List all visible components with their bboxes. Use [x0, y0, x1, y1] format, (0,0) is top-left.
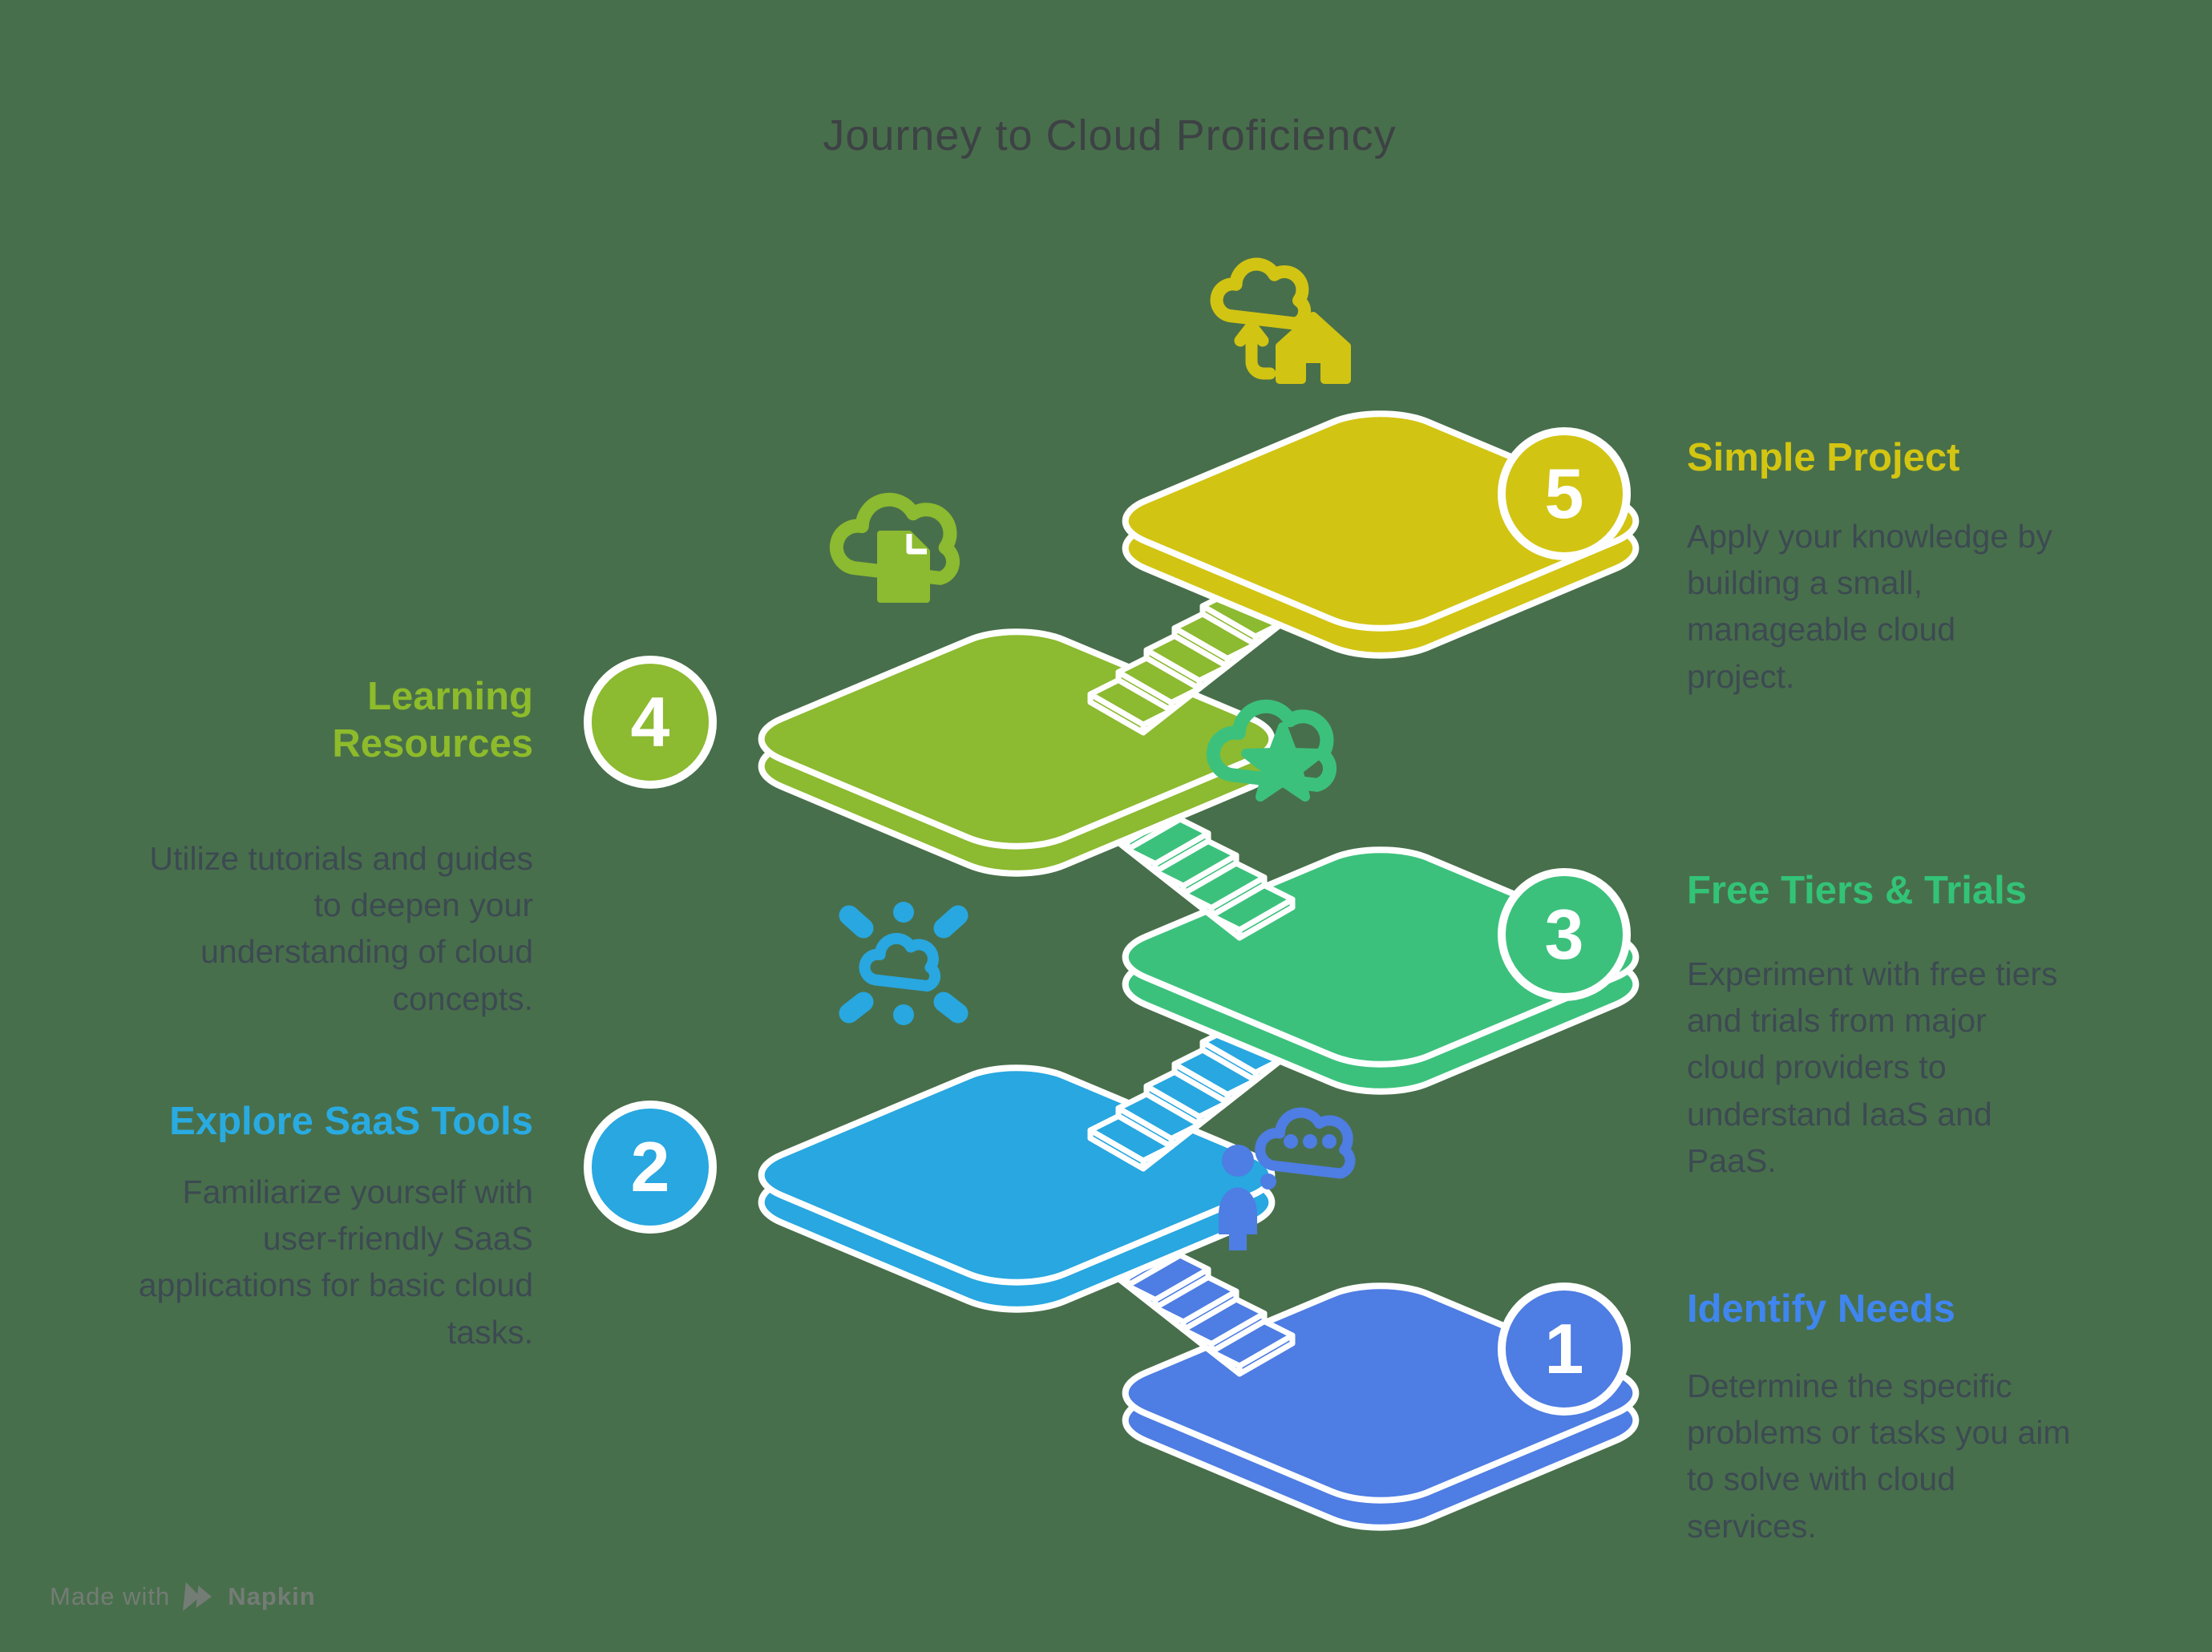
step-3-label: Free Tiers & Trials	[1687, 869, 2027, 912]
step-3-number-badge: 3	[1498, 868, 1631, 1001]
step-5-number-badge: 5	[1498, 427, 1631, 560]
cloud-star-icon	[1206, 699, 1337, 802]
step-1-number-badge: 1	[1498, 1282, 1631, 1416]
step-1-label: Identify Needs	[1687, 1287, 1955, 1331]
step-2-number-badge: 2	[584, 1101, 717, 1234]
platform-staircase-structure	[733, 402, 1664, 1540]
step-5-description: Apply your knowledge by building a small…	[1687, 518, 2052, 695]
step-4-label: Learning Resources	[332, 675, 533, 765]
napkin-logo-icon	[183, 1582, 212, 1611]
person-thinking-icon	[1219, 1107, 1356, 1250]
made-with-label: Made with	[50, 1582, 171, 1610]
cloud-home-upload-icon	[1210, 257, 1351, 384]
cloud-document-icon	[829, 492, 960, 603]
step-5-label: Simple Project	[1687, 436, 1960, 479]
brand-label: Napkin	[228, 1582, 316, 1610]
step-3-description: Experiment with free tiers and trials fr…	[1687, 955, 2058, 1179]
cloud-network-icon	[839, 902, 969, 1025]
step-1-description: Determine the specific problems or tasks…	[1687, 1367, 2071, 1545]
page-title: Journey to Cloud Proficiency	[823, 111, 1397, 160]
footer-credit: Made with Napkin	[50, 1581, 316, 1613]
step-2-description: Familiarize yourself with user-friendly …	[138, 1173, 533, 1351]
step-2-label: Explore SaaS Tools	[169, 1100, 533, 1143]
step-4-number-badge: 4	[584, 656, 717, 789]
step-4-description: Utilize tutorials and guides to deepen y…	[149, 840, 533, 1017]
